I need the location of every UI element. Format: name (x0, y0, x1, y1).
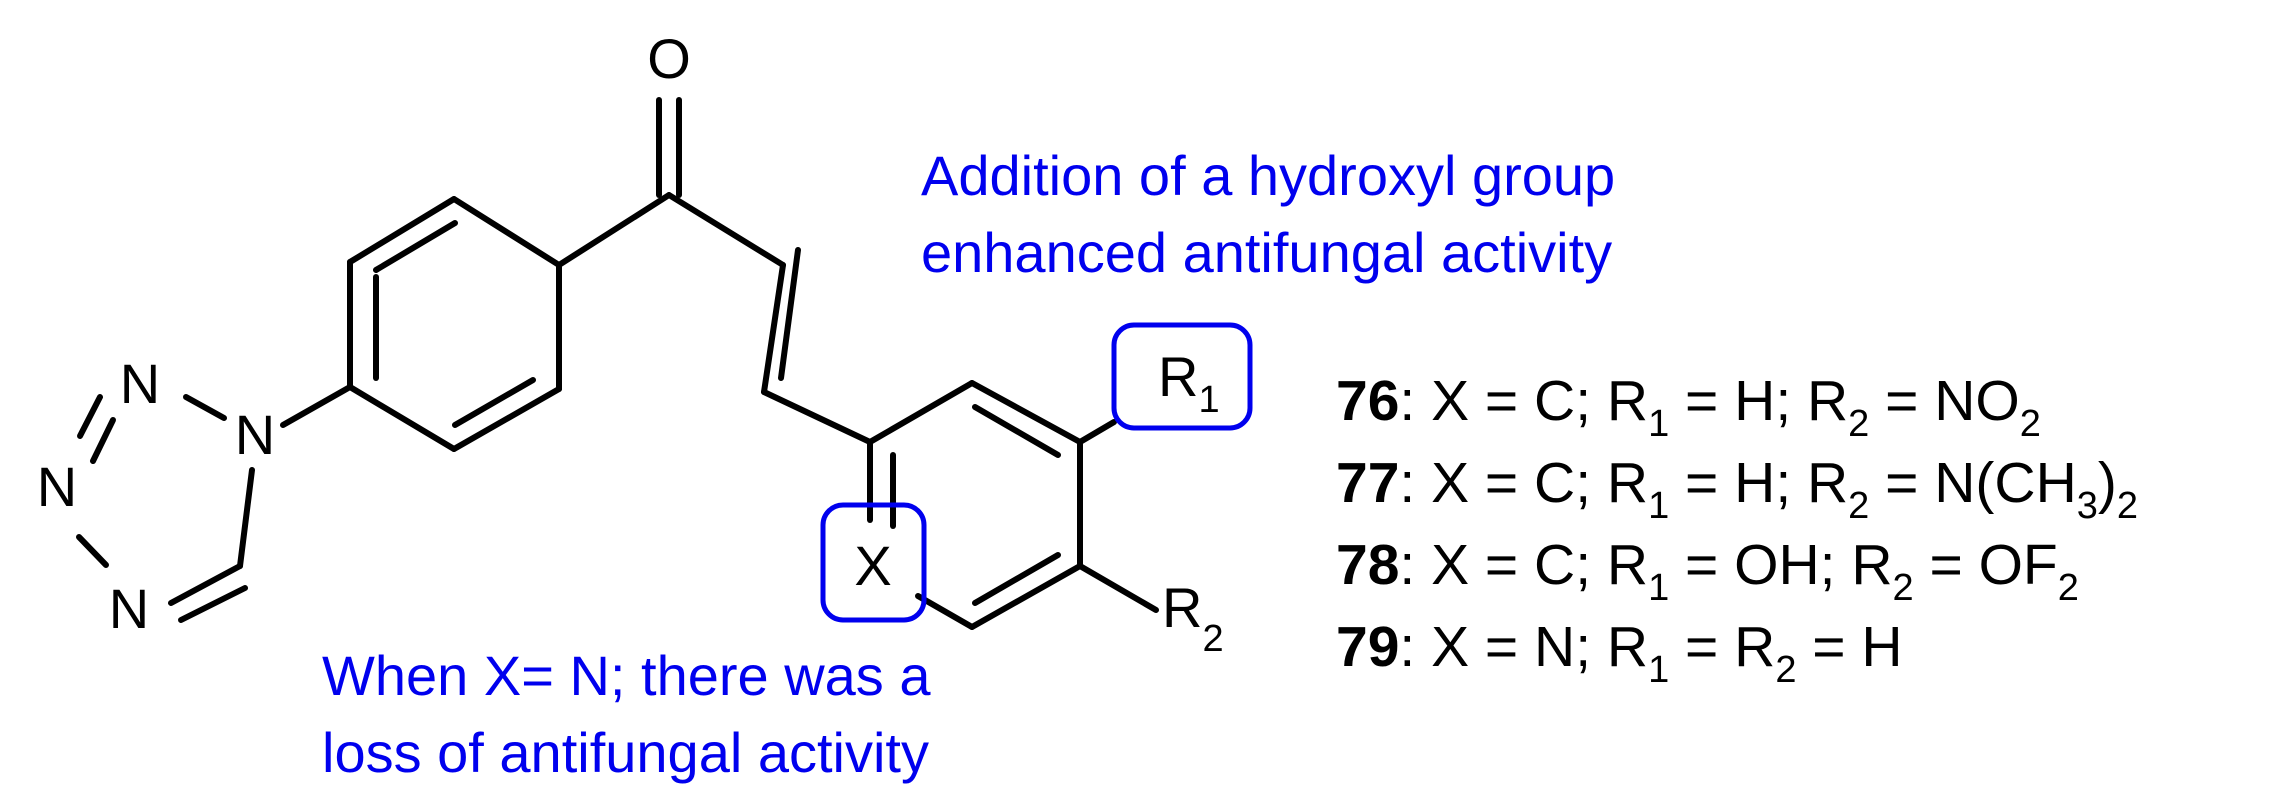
formula-text: ) (2098, 451, 2117, 515)
tetrazole-n1-label: N (235, 403, 275, 466)
subscript-text: 2 (1848, 485, 1869, 527)
compound-number: 77 (1336, 451, 1399, 515)
formula-text: : X = N; R (1399, 615, 1648, 679)
r2-subscript: 2 (1202, 618, 1223, 660)
formula-text: : X = C; R (1399, 533, 1648, 597)
compound-line-77: 77: X = C; R1 = H; R2 = N(CH3)2 (1336, 451, 2138, 527)
subscript-text: 2 (1775, 649, 1796, 691)
subscript-text: 1 (1648, 567, 1669, 609)
x-highlight-box (820, 502, 927, 623)
compound-line-76: 76: X = C; R1 = H; R2 = NO2 (1336, 369, 2041, 445)
compound-line-78: 78: X = C; R1 = OH; R2 = OF2 (1336, 533, 2079, 609)
subscript-text: 3 (2077, 485, 2098, 527)
atom-labels: O N N N N X R1 R2 (37, 27, 1224, 660)
formula-text: = N(CH (1869, 451, 2076, 515)
tetrazole-n3-label: N (37, 455, 77, 518)
subscript-text: 2 (2058, 567, 2079, 609)
hydroxyl-annotation-line2: enhanced antifungal activity (921, 221, 1612, 284)
formula-text: = H; R (1669, 451, 1848, 515)
highlight-boxes (820, 322, 1253, 623)
nitrogen-annotation-line1: When X= N; there was a (322, 644, 931, 707)
x-atom-label: X (854, 534, 891, 597)
compound-number: 79 (1336, 615, 1399, 679)
annotations: Addition of a hydroxyl group enhanced an… (322, 144, 1615, 784)
r1-subscript: 1 (1198, 379, 1219, 421)
formula-text: : X = C; R (1399, 369, 1648, 433)
formula-text: = NO (1869, 369, 2019, 433)
subscript-text: 1 (1648, 485, 1669, 527)
formula-text: : X = C; R (1399, 451, 1648, 515)
nitrogen-annotation-line2: loss of antifungal activity (322, 721, 929, 784)
compound-number: 76 (1336, 369, 1399, 433)
subscript-text: 2 (2117, 485, 2138, 527)
compound-line-79: 79: X = N; R1 = R2 = H (1336, 615, 1903, 691)
compound-number: 78 (1336, 533, 1399, 597)
bond-lines (76, 97, 1159, 630)
subscript-text: 2 (2020, 403, 2041, 445)
formula-text: = R (1669, 615, 1775, 679)
r1-highlight-box (1111, 322, 1253, 431)
oxygen-atom-label: O (647, 27, 691, 90)
formula-text: = OF (1914, 533, 2058, 597)
formula-text: = OH; R (1669, 533, 1892, 597)
tetrazole-n4-label: N (109, 577, 149, 640)
subscript-text: 2 (1848, 403, 1869, 445)
subscript-text: 1 (1648, 649, 1669, 691)
subscript-text: 1 (1648, 403, 1669, 445)
hydroxyl-annotation-line1: Addition of a hydroxyl group (921, 144, 1615, 207)
tetrazole-n2-label: N (120, 352, 160, 415)
subscript-text: 2 (1893, 567, 1914, 609)
r2-substituent-label: R2 (1162, 576, 1224, 660)
formula-text: = H; R (1669, 369, 1848, 433)
formula-text: = H (1796, 615, 1902, 679)
r2-main: R (1162, 576, 1202, 639)
r1-substituent-label: R1 (1158, 345, 1220, 421)
r1-main: R (1158, 345, 1198, 408)
